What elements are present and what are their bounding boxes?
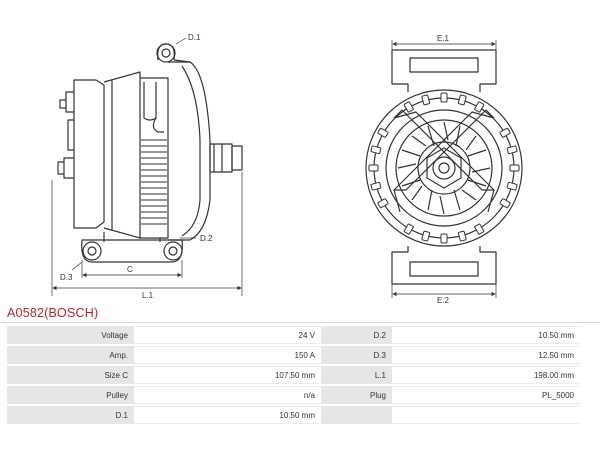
spec-label: Amp. (7, 346, 134, 364)
front-view-dimensions (391, 40, 497, 298)
spec-label: D.1 (7, 406, 134, 424)
spec-value: 107.50 mm (134, 366, 321, 384)
table-row: Voltage 24 V D.2 10.50 mm (7, 326, 580, 344)
product-title: A0582(BOSCH) (7, 306, 99, 320)
spec-label: L.1 (321, 366, 392, 384)
spec-label (321, 406, 392, 424)
dim-label-d3: D.3 (60, 273, 73, 282)
table-row: Size C 107.50 mm L.1 198.00 mm (7, 366, 580, 384)
title-divider (0, 322, 600, 323)
table-row: Amp. 150 A D.3 12.50 mm (7, 346, 580, 364)
spec-value: 24 V (134, 326, 321, 344)
spec-label: Voltage (7, 326, 134, 344)
spec-value (392, 406, 580, 424)
spec-value: 150 A (134, 346, 321, 364)
dim-label-d1: D.1 (188, 33, 201, 42)
specification-table: Voltage 24 V D.2 10.50 mm Amp. 150 A D.3… (7, 324, 580, 426)
alternator-side-view (57, 43, 243, 263)
stator-lamination-hatching (141, 139, 167, 225)
dim-label-l1: L.1 (142, 291, 154, 300)
spec-value: 12.50 mm (392, 346, 580, 364)
spec-value: PL_5000 (392, 386, 580, 404)
spec-label: Plug (321, 386, 392, 404)
spec-label: D.3 (321, 346, 392, 364)
spec-value: n/a (134, 386, 321, 404)
dim-label-e2: E.2 (437, 296, 450, 305)
dim-label-e1: E.1 (437, 34, 450, 43)
alternator-technical-drawing: D.1 D.2 D.3 C L.1 (51, 33, 523, 305)
side-view-dimensions (51, 37, 243, 296)
spec-value: 198.00 mm (392, 366, 580, 384)
spec-value: 10.50 mm (134, 406, 321, 424)
spec-label: Pulley (7, 386, 134, 404)
ventilation-slots (368, 92, 520, 244)
spec-value: 10.50 mm (392, 326, 580, 344)
spec-label: Size C (7, 366, 134, 384)
dim-label-c: C (127, 265, 133, 274)
table-row: D.1 10.50 mm (7, 406, 580, 424)
alternator-front-view (365, 49, 523, 285)
spec-label: D.2 (321, 326, 392, 344)
table-row: Pulley n/a Plug PL_5000 (7, 386, 580, 404)
dim-label-d2: D.2 (200, 234, 213, 243)
